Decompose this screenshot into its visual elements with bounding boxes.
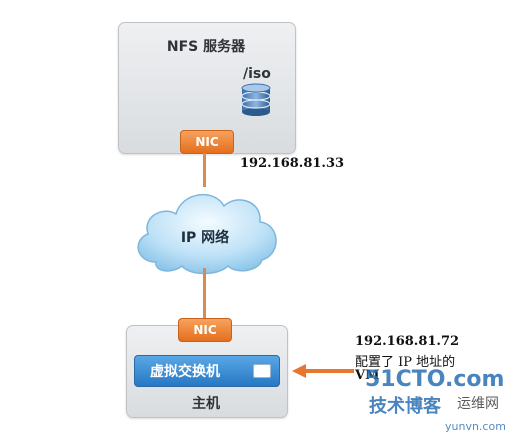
nic-host: NIC	[178, 318, 232, 342]
database-icon	[241, 83, 271, 116]
arrow-left-icon	[292, 364, 354, 378]
svg-text:51CTO.com: 51CTO.com	[365, 367, 504, 392]
watermark-logo: 51CTO.com 技术博客 运维网 yunvn.com	[365, 367, 506, 433]
svg-text:运维网: 运维网	[457, 396, 499, 412]
port-icon	[253, 364, 271, 378]
link-server-cloud	[203, 153, 206, 187]
iso-path-label: /iso	[243, 66, 271, 82]
nic-server: NIC	[180, 130, 234, 154]
virtual-switch-label: 虚拟交换机	[150, 364, 220, 380]
nfs-server-title: NFS 服务器	[166, 39, 246, 55]
server-ip-label: 192.168.81.33	[240, 156, 345, 171]
cloud-icon	[137, 193, 277, 275]
vm-ip-label: 192.168.81.72	[355, 334, 460, 349]
host-label: 主机	[192, 396, 220, 412]
vm-note-line1: 配置了 IP 地址的	[355, 355, 456, 370]
link-cloud-host	[203, 268, 206, 318]
svg-text:技术博客: 技术博客	[369, 395, 442, 417]
svg-text:yunvn.com: yunvn.com	[445, 420, 506, 433]
vm-note-line2: VM	[355, 368, 380, 383]
cloud-label: IP 网络	[180, 230, 230, 246]
